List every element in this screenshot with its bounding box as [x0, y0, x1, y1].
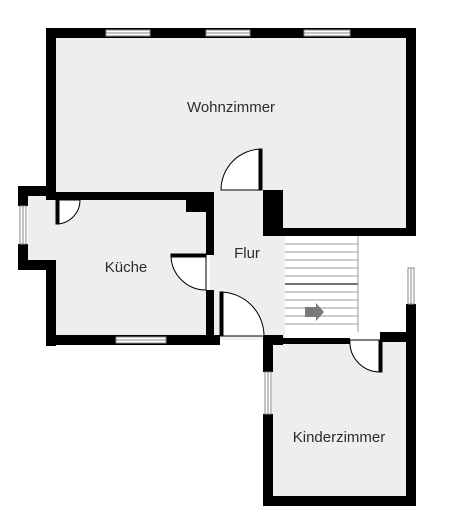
- wall-kueche-left: [46, 260, 56, 346]
- window-alcove: [19, 205, 27, 245]
- wall-kueche-flur-upper: [206, 200, 214, 255]
- wall-kinder-bottom: [263, 496, 416, 506]
- window-top-1: [105, 29, 151, 37]
- door-kinderzimmer: [349, 339, 383, 373]
- window-top-3: [303, 29, 351, 37]
- wall-kinder-right: [406, 340, 416, 506]
- wall-kinder-top-mid: [275, 338, 350, 344]
- room-label-wohnzimmer: Wohnzimmer: [187, 99, 275, 116]
- wall-alcove-bottom: [18, 260, 56, 270]
- wall-alcove-left-bottom: [18, 244, 28, 270]
- wall-kueche-flur-lower: [206, 290, 214, 345]
- door-alcove: [55, 199, 81, 225]
- stair-treads: [285, 236, 359, 332]
- wall-stair-top: [263, 228, 416, 236]
- kinderzimmer-floor: [272, 342, 406, 496]
- wall-left-upper: [46, 28, 56, 200]
- staircase: [285, 236, 406, 332]
- room-label-kueche: Küche: [105, 259, 148, 276]
- window-kueche-bottom: [115, 336, 167, 344]
- arrow-right-icon: [305, 303, 324, 321]
- door-wohnzimmer-flur: [220, 148, 263, 191]
- window-top-2: [205, 29, 251, 37]
- room-label-kinderzimmer: Kinderzimmer: [293, 429, 386, 446]
- room-label-flur: Flur: [234, 245, 260, 262]
- wall-alcove-left-top: [18, 186, 28, 206]
- wall-kinder-left-top: [263, 340, 273, 372]
- wall-stair-top-pillar: [263, 190, 283, 236]
- windows: [19, 29, 415, 415]
- wall-stair-right-lower: [406, 304, 416, 340]
- door-flur-bad: [219, 291, 265, 337]
- door-kueche-flur: [170, 253, 207, 291]
- wall-wohn-kueche: [46, 192, 214, 200]
- kueche-alcove-floor: [28, 196, 54, 260]
- window-kinder-left: [264, 371, 272, 415]
- wall-right-upper: [406, 28, 416, 236]
- wall-alcove-top: [18, 186, 56, 196]
- wall-kinder-left-bottom: [263, 414, 273, 506]
- doors: [55, 148, 383, 373]
- window-stairs-right: [407, 267, 415, 305]
- wall-kinder-top-right: [380, 332, 416, 342]
- room-labels: Wohnzimmer Küche Flur Kinderzimmer: [105, 99, 386, 446]
